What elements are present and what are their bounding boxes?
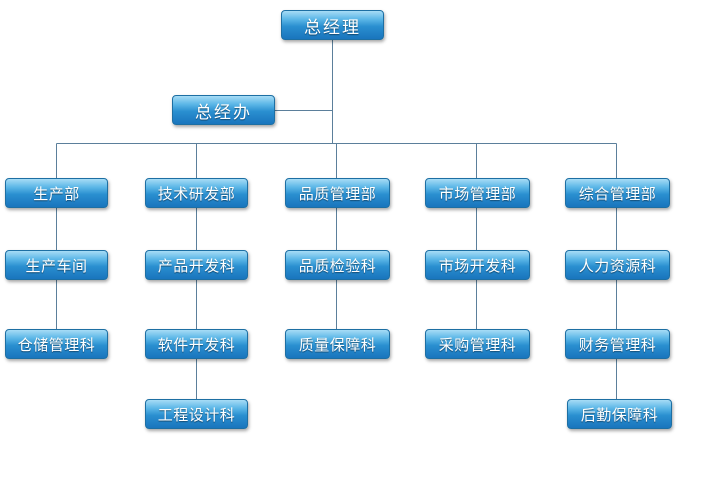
node-software-development: 软件开发科 <box>145 329 248 359</box>
node-quality-assurance: 质量保障科 <box>285 329 390 359</box>
node-quality-inspection: 品质检验科 <box>285 250 390 280</box>
node-general-manager: 总经理 <box>281 10 384 40</box>
node-rd-dept: 技术研发部 <box>145 178 248 208</box>
node-production-dept: 生产部 <box>5 178 108 208</box>
node-general-office: 总经办 <box>172 95 275 125</box>
node-procurement-management: 采购管理科 <box>425 329 530 359</box>
node-admin-dept: 综合管理部 <box>565 178 670 208</box>
node-product-development: 产品开发科 <box>145 250 248 280</box>
node-market-development: 市场开发科 <box>425 250 530 280</box>
node-production-workshop: 生产车间 <box>5 250 108 280</box>
node-marketing-dept: 市场管理部 <box>425 178 530 208</box>
node-human-resources: 人力资源科 <box>565 250 670 280</box>
node-engineering-design: 工程设计科 <box>145 399 248 429</box>
node-finance-management: 财务管理科 <box>565 329 670 359</box>
node-quality-dept: 品质管理部 <box>285 178 390 208</box>
node-logistics-support: 后勤保障科 <box>567 399 672 429</box>
node-warehouse-management: 仓储管理科 <box>5 329 108 359</box>
